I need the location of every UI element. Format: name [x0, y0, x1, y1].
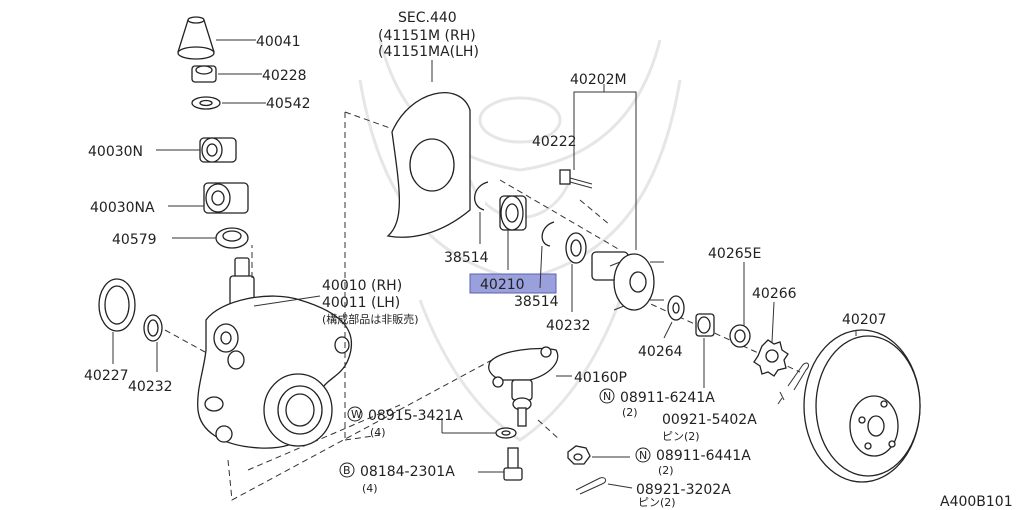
- label-40542[interactable]: 40542: [266, 96, 311, 112]
- prefix-n2: N: [639, 449, 647, 462]
- label-40210[interactable]: 40210: [480, 277, 525, 293]
- bolt-08184[interactable]: [478, 447, 523, 481]
- label-40265e[interactable]: 40265E: [708, 246, 761, 262]
- label-sec440[interactable]: SEC.440: [398, 10, 457, 26]
- castle-nut-40266[interactable]: [753, 301, 789, 377]
- label-40232-middle[interactable]: 40232: [546, 318, 591, 334]
- label-40160p[interactable]: 40160P: [574, 370, 627, 386]
- label-00921[interactable]: 00921-5402A: [662, 412, 757, 428]
- spacer-40232-left[interactable]: [143, 314, 163, 372]
- boot-40041[interactable]: [177, 16, 256, 60]
- label-40227[interactable]: 40227: [84, 368, 129, 384]
- seal-40227[interactable]: [98, 278, 136, 364]
- label-40030na[interactable]: 40030NA: [90, 200, 155, 216]
- label-08911-6241a-qty[interactable]: (2): [622, 406, 638, 419]
- label-08915[interactable]: 08915-3421A: [368, 408, 463, 424]
- diagram-code: A400B101: [940, 494, 1013, 510]
- hub-40202m[interactable]: [573, 84, 664, 311]
- brake-disc-40207[interactable]: [803, 329, 921, 483]
- leader-00921: [777, 397, 783, 405]
- label-38514-right[interactable]: 38514: [514, 294, 559, 310]
- washer-08915[interactable]: [441, 418, 517, 439]
- nut-40228[interactable]: [191, 65, 262, 83]
- dust-cover-sec440[interactable]: [386, 60, 471, 238]
- label-40202m[interactable]: 40202M: [570, 72, 627, 88]
- label-08911-6441a-qty[interactable]: (2): [658, 464, 674, 477]
- nut-40265e[interactable]: [695, 313, 715, 337]
- label-08184[interactable]: 08184-2301A: [360, 464, 455, 480]
- label-00921-qty[interactable]: ピン(2): [662, 430, 700, 443]
- snap-ring-38514-right[interactable]: [539, 221, 555, 289]
- label-38514-left[interactable]: 38514: [444, 250, 489, 266]
- prefix-circle-b: [339, 462, 355, 478]
- spacer-40232-middle[interactable]: [565, 232, 587, 312]
- prefix-circle-n1: [599, 388, 615, 404]
- washer-40542[interactable]: [191, 96, 266, 110]
- label-40207[interactable]: 40207: [842, 312, 887, 328]
- nut-08911-6441a[interactable]: [567, 445, 630, 465]
- hub-bolt-40222[interactable]: [559, 169, 593, 189]
- label-08921[interactable]: 08921-3202A: [636, 482, 731, 498]
- label-40011[interactable]: 40011 (LH): [322, 295, 400, 311]
- prefix-circle-w: [347, 406, 363, 422]
- label-08911-6441a[interactable]: 08911-6441A: [656, 448, 751, 464]
- cotter-pin-00921[interactable]: [779, 362, 809, 401]
- label-08915-qty[interactable]: (4): [370, 426, 386, 439]
- ring-40265e[interactable]: [729, 262, 751, 348]
- seal-40579[interactable]: [172, 227, 249, 249]
- washer-40264[interactable]: [663, 295, 685, 339]
- prefix-w: W: [351, 408, 362, 421]
- prefix-n1: N: [603, 390, 611, 403]
- prefix-circle-n2: [635, 447, 651, 463]
- label-40030n[interactable]: 40030N: [88, 144, 143, 160]
- label-08184-qty[interactable]: (4): [362, 482, 378, 495]
- label-08921-qty[interactable]: ピン(2): [638, 496, 676, 509]
- cotter-pin-08921[interactable]: [575, 477, 633, 495]
- label-40228[interactable]: 40228: [262, 68, 307, 84]
- label-40264[interactable]: 40264: [638, 344, 683, 360]
- ball-joint-40160p[interactable]: [488, 346, 572, 427]
- label-08911-6241a[interactable]: 08911-6241A: [620, 390, 715, 406]
- label-40010[interactable]: 40010 (RH): [322, 278, 402, 294]
- label-40266[interactable]: 40266: [752, 286, 797, 302]
- label-41151ma[interactable]: (41151MA(LH): [378, 44, 479, 60]
- highlight-40210: [469, 273, 557, 294]
- prefix-b: B: [343, 464, 351, 477]
- label-40232-left[interactable]: 40232: [128, 379, 173, 395]
- label-40222[interactable]: 40222: [532, 134, 577, 150]
- label-41151m[interactable]: (41151M (RH): [378, 28, 476, 44]
- snap-ring-38514-left[interactable]: [474, 181, 489, 244]
- label-40041[interactable]: 40041: [256, 34, 301, 50]
- label-40579[interactable]: 40579: [112, 232, 157, 248]
- bearing-40030na[interactable]: [168, 182, 249, 214]
- label-not-sold-note: (構成部品は非販売): [322, 312, 419, 326]
- bearing-40030n[interactable]: [156, 137, 237, 163]
- knuckle-40010[interactable]: [197, 257, 353, 449]
- wheel-bearing-40210[interactable]: [499, 195, 527, 270]
